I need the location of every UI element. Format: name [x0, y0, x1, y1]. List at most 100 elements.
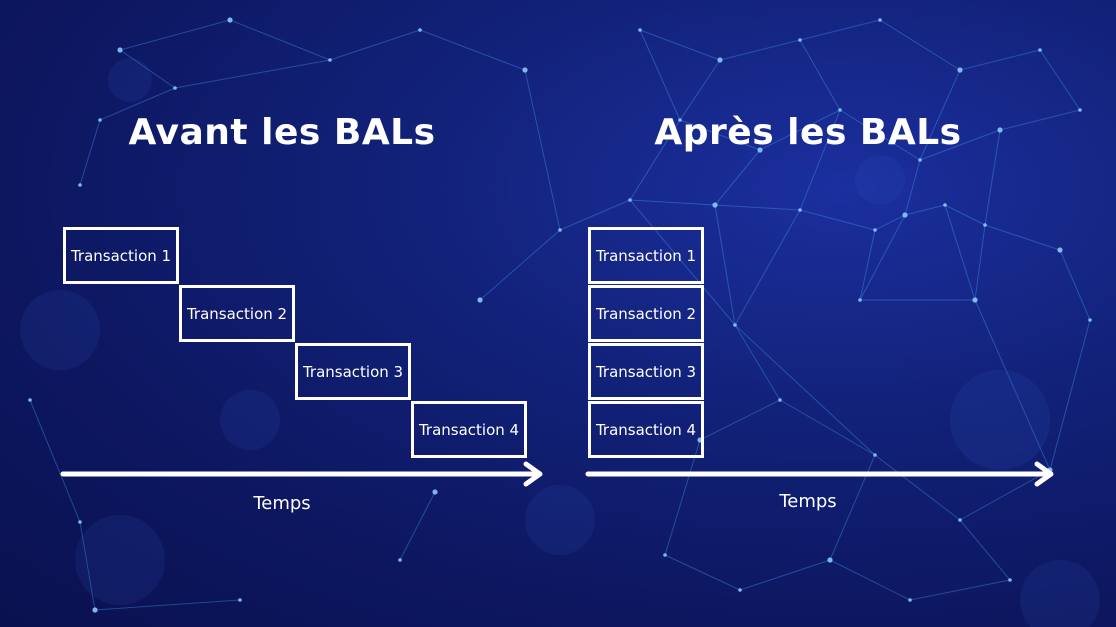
after-transaction-box: Transaction 3: [588, 343, 704, 400]
network-node: [227, 17, 233, 23]
network-edge: [829, 559, 911, 601]
network-edge: [879, 19, 961, 71]
network-edge: [799, 39, 841, 111]
network-edge: [759, 109, 841, 151]
network-edge: [174, 59, 331, 89]
before-transaction-box: Transaction 1: [63, 227, 179, 284]
network-edge: [699, 399, 781, 441]
network-node: [908, 598, 912, 602]
network-node: [522, 67, 528, 73]
network-edge: [799, 209, 876, 231]
network-edge: [479, 229, 561, 301]
network-edge: [119, 19, 231, 51]
network-node: [838, 108, 842, 112]
network-node: [238, 598, 242, 602]
network-edge: [779, 399, 876, 456]
before-transaction-box: Transaction 2: [179, 285, 295, 342]
network-node: [92, 607, 98, 613]
network-edge: [984, 129, 1001, 226]
network-edge: [524, 69, 561, 231]
network-node: [873, 453, 877, 457]
network-edge: [734, 209, 801, 326]
bokeh-blob: [108, 58, 152, 102]
network-edge: [739, 559, 831, 591]
network-edge: [874, 454, 961, 521]
network-edge: [959, 49, 1041, 71]
network-node: [173, 86, 177, 90]
network-edge: [974, 224, 986, 301]
network-edge: [679, 59, 721, 121]
network-edge: [959, 469, 1051, 521]
network-node: [778, 398, 782, 402]
network-edge: [944, 204, 986, 226]
network-edge: [664, 554, 741, 591]
network-node: [1088, 318, 1092, 322]
network-node: [28, 398, 32, 402]
network-node: [638, 28, 642, 32]
network-node: [678, 118, 682, 122]
network-node: [873, 228, 877, 232]
network-node: [117, 47, 123, 53]
network-node: [902, 212, 908, 218]
network-node: [328, 58, 332, 62]
network-edge: [999, 109, 1081, 131]
network-edge: [714, 204, 736, 326]
network-edge: [904, 204, 946, 216]
after-transaction-box: Transaction 1: [588, 227, 704, 284]
network-edge: [919, 69, 961, 161]
network-edge: [859, 214, 906, 301]
network-edge: [974, 299, 1051, 471]
after-axis-label: Temps: [779, 491, 837, 512]
bokeh-blob: [950, 370, 1050, 470]
network-node: [418, 28, 422, 32]
before-time-arrow: [60, 461, 543, 487]
network-edge: [1049, 319, 1091, 471]
network-node: [958, 518, 962, 522]
bokeh-blob: [1020, 560, 1100, 627]
network-node: [983, 223, 987, 227]
bokeh-blob: [525, 485, 595, 555]
network-edge: [79, 521, 96, 611]
network-edge: [629, 199, 736, 326]
network-edge: [29, 399, 81, 523]
network-node: [1078, 108, 1082, 112]
network-edge: [719, 39, 801, 61]
network-edge: [919, 129, 1001, 161]
network-edge: [799, 19, 881, 41]
network-node: [78, 520, 82, 524]
network-node: [1057, 247, 1063, 253]
network-edge: [399, 491, 436, 561]
network-edge: [799, 109, 841, 211]
network-node: [943, 203, 947, 207]
network-node: [663, 553, 667, 557]
network-edge: [909, 579, 1011, 601]
network-edge: [734, 324, 781, 401]
network-node: [1038, 48, 1042, 52]
before-transaction-box: Transaction 3: [295, 343, 411, 400]
network-edge: [99, 87, 176, 121]
network-edge: [329, 29, 421, 61]
network-edge: [94, 599, 241, 611]
network-edge: [419, 29, 526, 71]
network-node: [1008, 578, 1012, 582]
network-edge: [959, 519, 1011, 581]
network-node: [717, 57, 723, 63]
network-node: [398, 558, 402, 562]
network-node: [432, 489, 438, 495]
after-transaction-box: Transaction 2: [588, 285, 704, 342]
network-edge: [79, 119, 101, 186]
network-node: [712, 202, 718, 208]
bokeh-blob: [20, 290, 100, 370]
network-edge: [629, 119, 681, 201]
network-node: [738, 588, 742, 592]
network-edge: [874, 214, 906, 231]
network-node: [757, 147, 763, 153]
bokeh-blob: [855, 155, 905, 205]
network-edge: [714, 204, 801, 211]
network-node: [918, 158, 922, 162]
network-node: [827, 557, 833, 563]
network-node: [997, 127, 1003, 133]
network-edge: [629, 199, 716, 206]
network-node: [858, 298, 862, 302]
